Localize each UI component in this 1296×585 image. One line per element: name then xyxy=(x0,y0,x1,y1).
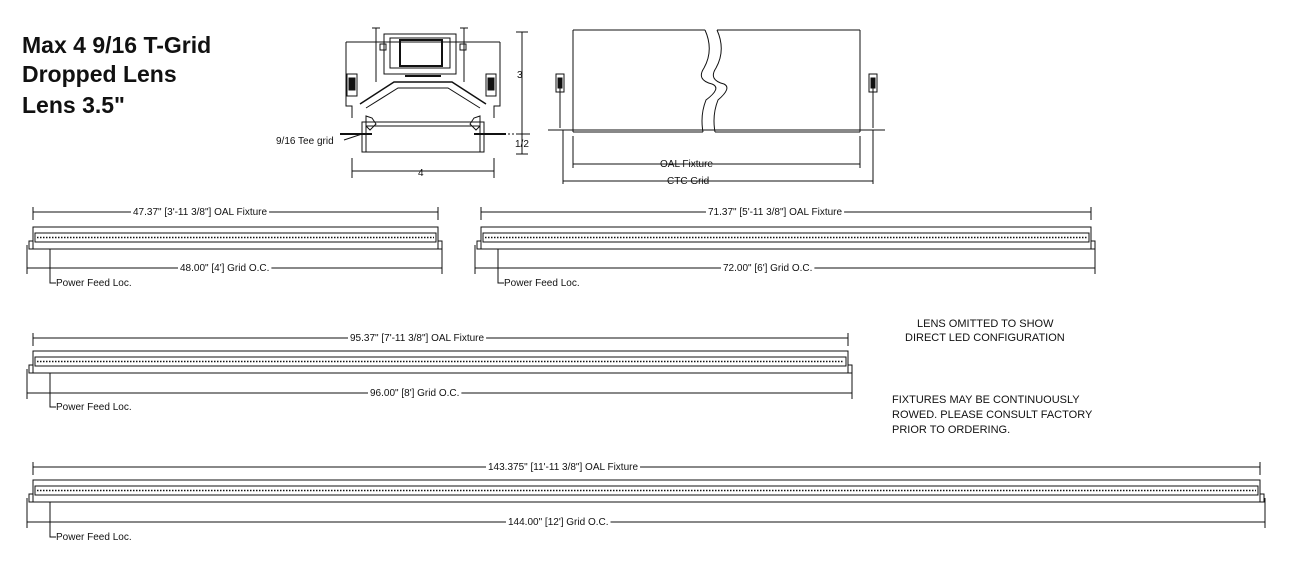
grid-clip-left xyxy=(476,240,482,250)
oal-fixture-label: 47.37" [3'-11 3/8"] OAL Fixture xyxy=(133,207,268,218)
power-feed-leader xyxy=(49,373,56,408)
section-view xyxy=(340,27,530,178)
side-ctc-label: CTC Grid xyxy=(667,176,709,187)
tee-grid-label: 9/16 Tee grid xyxy=(276,136,334,147)
power-feed-leader xyxy=(49,502,56,538)
grid-clip-left xyxy=(28,493,34,503)
side-oal-label: OAL Fixture xyxy=(660,159,713,170)
grid-clip-left xyxy=(28,240,34,250)
oal-fixture-label: 143.375" [11'-11 3/8"] OAL Fixture xyxy=(488,462,638,473)
fixture-body xyxy=(32,479,1261,503)
title-line-3: Lens 3.5" xyxy=(22,92,125,118)
rowed-note-line-3: PRIOR TO ORDERING. xyxy=(892,424,1011,436)
height-3-label: 3 xyxy=(517,70,523,81)
grid-oc-label: 144.00" [12'] Grid O.C. xyxy=(508,517,609,528)
fixture-body xyxy=(480,226,1092,250)
oal-label-bg xyxy=(706,206,845,217)
grid-label-bg xyxy=(721,262,815,273)
side-view xyxy=(548,29,885,184)
title-line-1: Max 4 9/16 T-Grid xyxy=(22,32,212,58)
width-4-label: 4 xyxy=(418,168,424,179)
power-feed-leader xyxy=(49,249,56,284)
grid-clip-right xyxy=(1259,493,1265,503)
power-feed-label: Power Feed Loc. xyxy=(56,278,132,289)
fixture-lens-channel xyxy=(34,356,847,367)
grid-label-bg xyxy=(368,387,462,398)
oal-label-bg xyxy=(348,332,487,343)
power-feed-label: Power Feed Loc. xyxy=(56,532,132,543)
oal-fixture-label: 95.37" [7'-11 3/8"] OAL Fixture xyxy=(350,333,485,344)
grid-clip-left xyxy=(28,364,34,374)
drop-half-label: 1/2 xyxy=(515,139,529,150)
oal-label-bg xyxy=(486,461,641,472)
title-line-2: Dropped Lens xyxy=(22,61,177,87)
fixture-body xyxy=(32,226,439,250)
grid-oc-label: 96.00" [8'] Grid O.C. xyxy=(370,388,459,399)
rowed-note-line-2: ROWED. PLEASE CONSULT FACTORY xyxy=(892,409,1093,421)
rowed-note-line-1: FIXTURES MAY BE CONTINUOUSLY xyxy=(892,394,1080,406)
lens-note-line-1: LENS OMITTED TO SHOW xyxy=(917,318,1054,330)
oal-label-bg xyxy=(131,206,270,217)
grid-oc-label: 48.00" [4'] Grid O.C. xyxy=(180,263,269,274)
oal-fixture-label: 71.37" [5'-11 3/8"] OAL Fixture xyxy=(708,207,843,218)
fixture-elevations: 47.37" [3'-11 3/8"] OAL Fixture 48.00" [4… xyxy=(26,206,1266,543)
power-feed-label: Power Feed Loc. xyxy=(56,402,132,413)
grid-label-bg xyxy=(506,516,611,527)
grid-clip-right xyxy=(847,364,853,374)
lens-note-line-2: DIRECT LED CONFIGURATION xyxy=(905,332,1065,344)
fixture-body xyxy=(32,350,849,374)
grid-oc-label: 72.00" [6'] Grid O.C. xyxy=(723,263,812,274)
fixture-lens-channel xyxy=(482,232,1090,243)
grid-clip-right xyxy=(437,240,443,250)
power-feed-label: Power Feed Loc. xyxy=(504,278,580,289)
fixture-lens-channel xyxy=(34,232,437,243)
fixture-lens-channel xyxy=(34,485,1259,496)
grid-label-bg xyxy=(178,262,272,273)
power-feed-leader xyxy=(497,249,504,284)
grid-clip-right xyxy=(1090,240,1096,250)
